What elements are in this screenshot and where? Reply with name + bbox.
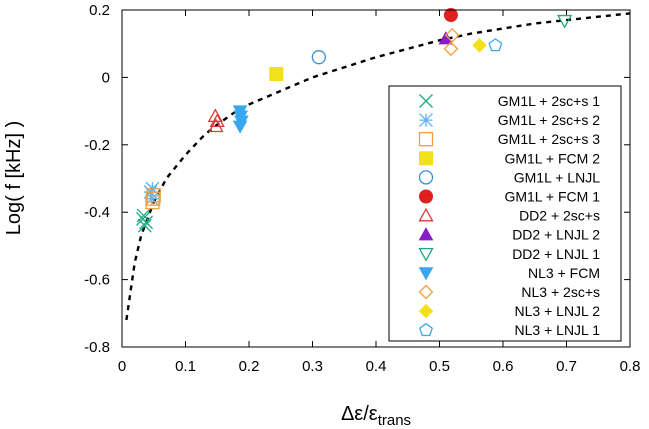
- legend-label: NL3 + 2sc+s: [521, 284, 600, 300]
- legend-label: DD2 + LNJL 2: [512, 227, 600, 243]
- fit-curve: [125, 12, 631, 321]
- data-point: [269, 67, 284, 82]
- legend-marker: [418, 132, 434, 147]
- x-tick-label: 0.1: [175, 358, 196, 375]
- legend-label: NL3 + FCM: [528, 265, 600, 281]
- y-tick-label: 0.2: [89, 2, 110, 19]
- legend-marker: [419, 151, 433, 166]
- x-axis-title-main: Δε/ε: [341, 403, 378, 425]
- y-tick-label: -0.2: [84, 137, 110, 154]
- x-tick-label: 0.5: [429, 358, 450, 375]
- legend-marker: [418, 207, 434, 222]
- x-tick-label: 0.8: [620, 358, 641, 375]
- legend-label: GM1L + 2sc+s 2: [498, 112, 600, 128]
- data-point: [556, 14, 573, 29]
- x-tick-label: 0.4: [366, 358, 387, 375]
- x-tick-label: 0.7: [556, 358, 577, 375]
- data-point: [146, 188, 161, 203]
- legend-marker: [418, 284, 434, 300]
- legend-label: NL3 + LNJL 2: [515, 303, 601, 319]
- data-point: [488, 38, 503, 52]
- x-axis-ticks: 0 0.1 0.2 0.3 0.4 0.5 0.6 0.7 0.8: [118, 10, 641, 375]
- y-tick-label: -0.4: [84, 204, 110, 221]
- data-point: [472, 38, 487, 53]
- data-point: [144, 191, 159, 206]
- data-point: [209, 113, 225, 128]
- x-axis-title-subscript: trans: [378, 412, 411, 429]
- data-point: [444, 27, 460, 43]
- data-point: [443, 41, 459, 57]
- legend-label: GM1L + FCM 1: [504, 189, 600, 205]
- data-point: [311, 50, 327, 65]
- legend-marker: [419, 94, 433, 108]
- data-points: [135, 8, 573, 233]
- legend-marker: [418, 247, 434, 262]
- data-point: [443, 8, 458, 23]
- legend-label: DD2 + 2sc+s: [519, 208, 600, 224]
- x-tick-label: 0.6: [493, 358, 514, 375]
- x-tick-label: 0: [118, 358, 126, 375]
- legend-label: GM1L + LNJL: [514, 169, 600, 185]
- legend-marker: [419, 189, 433, 204]
- legend-label: GM1L + 2sc+s 1: [498, 93, 600, 109]
- x-tick-label: 0.2: [239, 358, 260, 375]
- legend-box: [388, 85, 622, 342]
- legend-marker: [418, 170, 434, 185]
- y-tick-label: -0.8: [84, 339, 110, 356]
- data-point: [232, 120, 248, 134]
- legend-marker: [418, 227, 434, 241]
- legend-label: GM1L + FCM 2: [504, 150, 600, 166]
- legend-marker: [418, 267, 434, 281]
- data-point: [136, 208, 151, 223]
- legend-label: GM1L + 2sc+s 3: [498, 131, 600, 147]
- x-axis-title: Δε/εtrans: [341, 403, 411, 429]
- legend-entries: GM1L + 2sc+s 1 GM1L + 2sc+s 2 GM1L + 2sc+s…: [418, 93, 601, 338]
- legend-marker: [419, 322, 433, 337]
- y-tick-label: -0.6: [84, 272, 110, 289]
- data-point: [208, 118, 224, 133]
- legend-marker: [418, 303, 434, 319]
- y-axis-ticks: -0.8 -0.6 -0.4 -0.2 0 0.2: [84, 2, 630, 356]
- x-tick-label: 0.3: [302, 358, 323, 375]
- y-axis-title: Log( f [kHz] ): [3, 121, 25, 235]
- legend-label: DD2 + LNJL 1: [512, 246, 600, 262]
- legend-label: NL3 + LNJL 1: [515, 322, 601, 338]
- plot-frame: [121, 9, 631, 348]
- legend: GM1L + 2sc+s 1 GM1L + 2sc+s 2 GM1L + 2sc+s…: [388, 85, 622, 342]
- legend-marker: [419, 113, 433, 128]
- fit-curve-layer: [125, 12, 631, 321]
- y-tick-label: 0: [102, 69, 110, 86]
